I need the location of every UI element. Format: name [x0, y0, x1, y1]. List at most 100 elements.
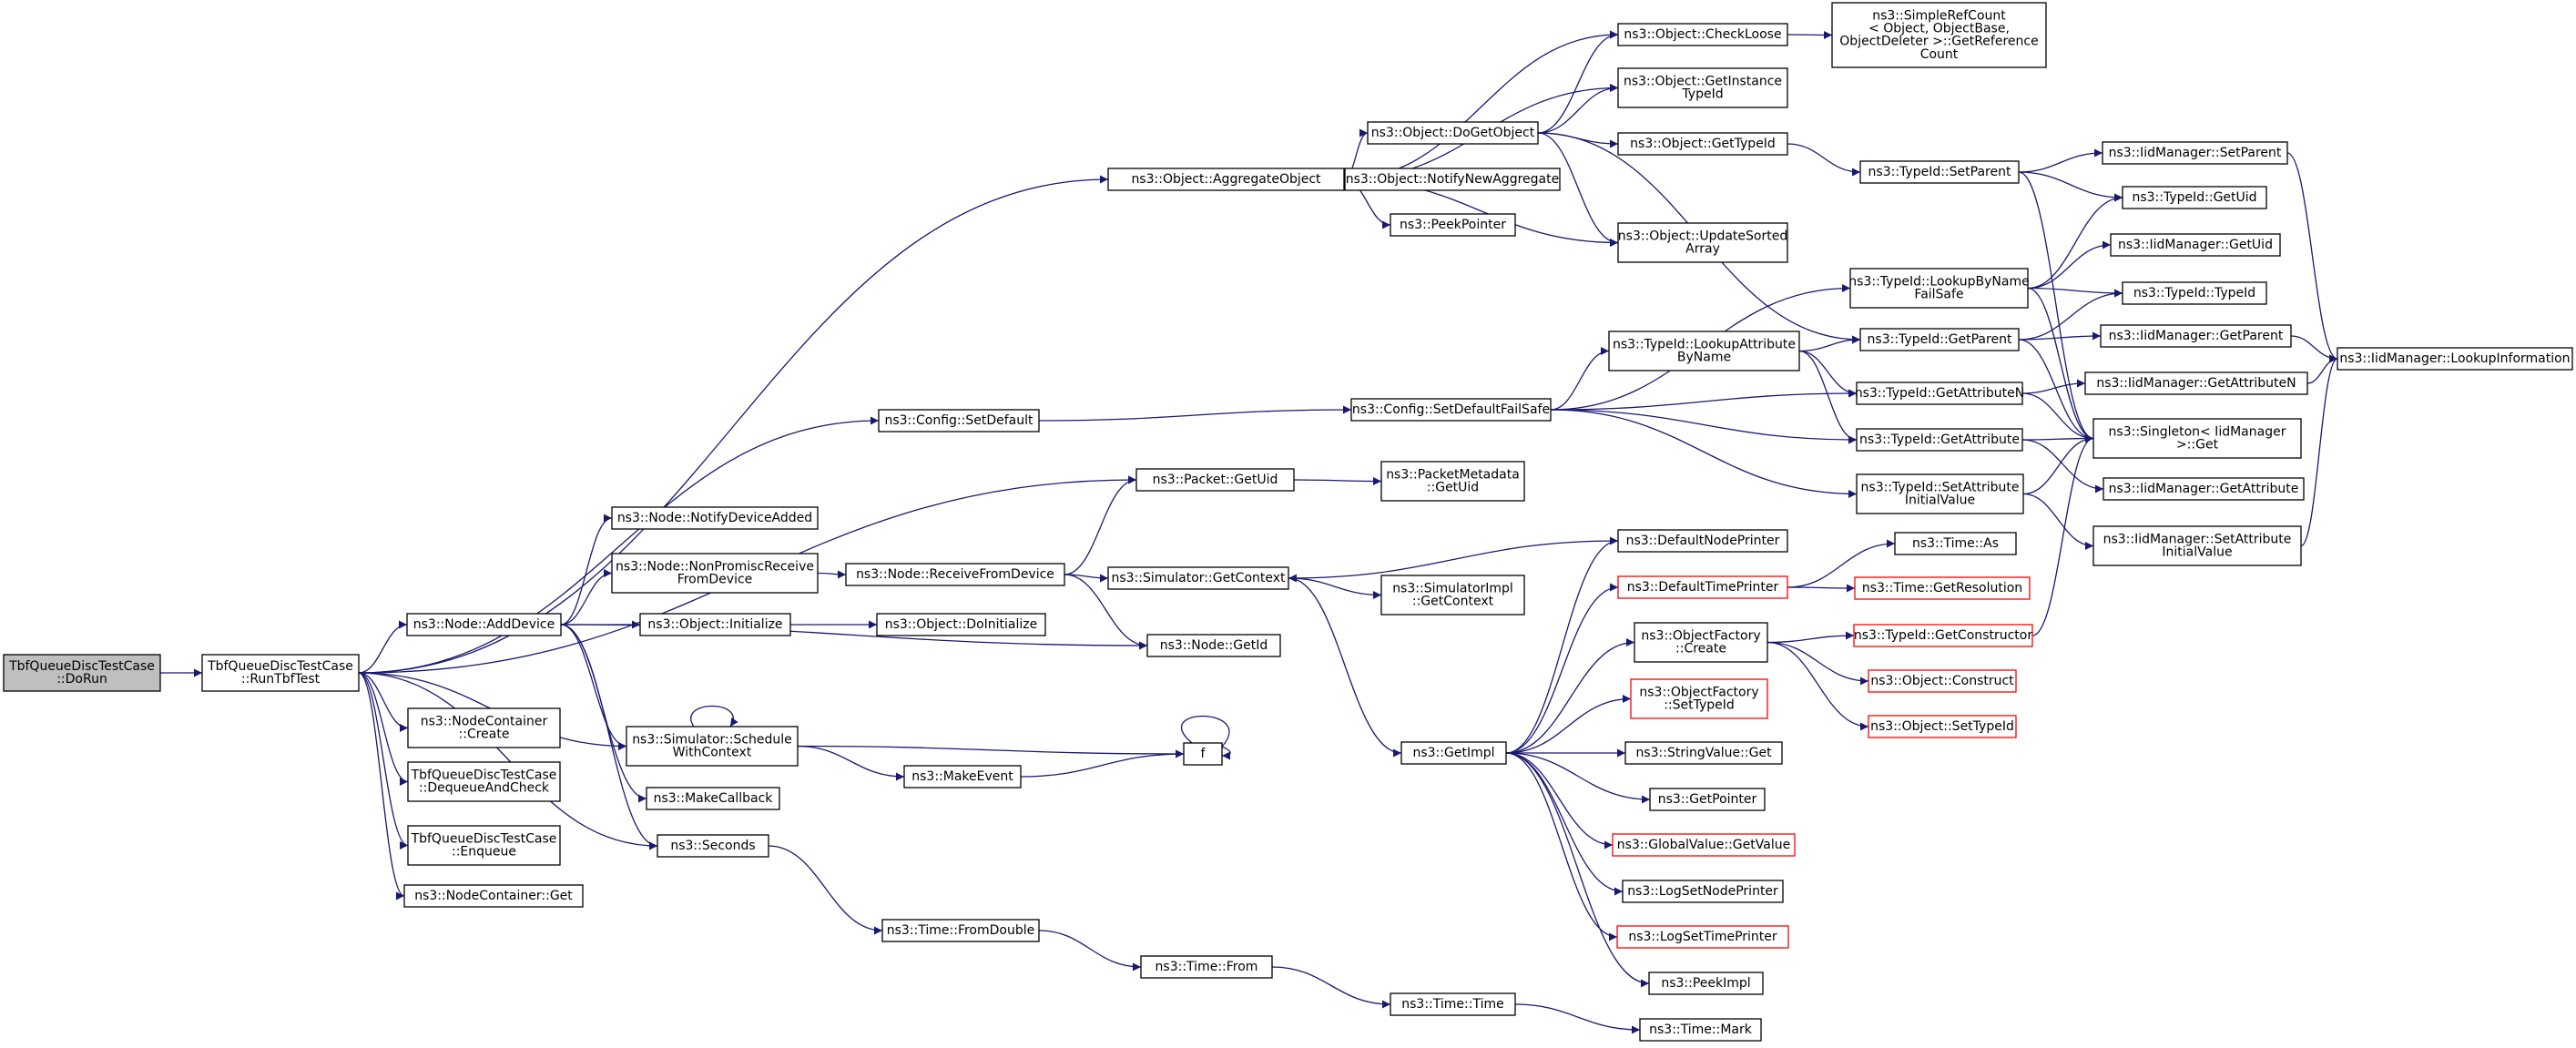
function-node-n8[interactable]: ns3::TypeId::SetParent — [1859, 160, 2020, 184]
function-node-n18[interactable]: ns3::TypeId::GetParent — [1859, 328, 2020, 351]
call-edge-n24-to-n20 — [2306, 354, 2338, 384]
function-node-n65[interactable]: ns3::Time::FromDouble — [881, 919, 1040, 942]
node-box — [1380, 575, 1525, 616]
function-node-n24[interactable]: ns3::IidManager::GetAttributeN — [2084, 371, 2308, 395]
function-node-n4[interactable]: ns3::SimpleRefCount< Object, ObjectBase,… — [1831, 2, 2047, 68]
function-node-n30[interactable]: ns3::Packet::GetUid — [1135, 468, 1295, 492]
function-node-n58[interactable]: ns3::GetPointer — [1649, 788, 1766, 811]
function-node-n10[interactable]: ns3::TypeId::GetUid — [2122, 186, 2267, 209]
function-node-n49[interactable]: ns3::NodeContainer::Create — [407, 707, 561, 748]
function-node-n48[interactable]: ns3::Object::SetTypeId — [1868, 715, 2017, 738]
function-node-n29[interactable]: ns3::IidManager::SetAttributeInitialValu… — [2092, 525, 2302, 566]
call-edge-n18-to-n26 — [2018, 339, 2094, 443]
node-box — [406, 613, 562, 636]
node-box — [876, 613, 1046, 636]
function-node-n1[interactable]: TbfQueueDiscTestCase::RunTbfTest — [201, 654, 360, 692]
function-node-n63[interactable]: ns3::LogSetNodePrinter — [1622, 880, 1784, 903]
node-label-line: ns3::SimulatorImpl — [1392, 582, 1513, 596]
function-node-n15[interactable]: ns3::IidManager::GetUid — [2110, 233, 2281, 257]
call-edge-n8-to-n10 — [2018, 171, 2123, 202]
function-node-n54[interactable]: ns3::GetImpl — [1400, 741, 1507, 765]
function-node-n41[interactable]: ns3::Node::AddDevice — [406, 613, 562, 636]
function-node-n12[interactable]: ns3::PeekPointer — [1390, 213, 1516, 237]
function-node-n52[interactable]: ns3::MakeEvent — [903, 765, 1022, 789]
function-node-n26[interactable]: ns3::Singleton< IidManager>::Get — [2092, 418, 2302, 459]
function-node-n44[interactable]: ns3::Node::GetId — [1146, 634, 1281, 657]
function-node-n9[interactable]: ns3::IidManager::SetParent — [2102, 141, 2288, 165]
function-node-n66[interactable]: ns3::Time::From — [1140, 955, 1273, 979]
function-node-n53[interactable]: ns3::ObjectFactory::SetTypeId — [1630, 678, 1768, 719]
function-node-n36[interactable]: ns3::SimulatorImpl::GetContext — [1380, 575, 1525, 616]
node-label-line: ns3::IidManager::SetParent — [2109, 146, 2282, 160]
function-node-n35[interactable]: ns3::Simulator::GetContext — [1107, 566, 1289, 590]
node-label-line: ns3::Time::GetResolution — [1862, 581, 2022, 595]
function-nodes: TbfQueueDiscTestCase::DoRunTbfQueueDiscT… — [3, 2, 2573, 1042]
function-node-n43[interactable]: ns3::Object::DoInitialize — [876, 613, 1046, 636]
function-node-n25[interactable]: ns3::TypeId::GetAttribute — [1856, 428, 2023, 452]
call-edge-n17-to-n25 — [1798, 350, 1858, 444]
function-node-n59[interactable]: TbfQueueDiscTestCase::Enqueue — [407, 825, 561, 866]
node-label-line: >::Get — [2176, 438, 2219, 453]
function-node-n11[interactable]: ns3::Object::NotifyNewAggregate — [1344, 168, 1561, 191]
function-node-n56[interactable]: TbfQueueDiscTestCase::DequeueAndCheck — [407, 761, 561, 802]
function-node-n57[interactable]: ns3::MakeCallback — [646, 787, 780, 810]
node-label-line: ns3::GlobalValue::GetValue — [1617, 838, 1790, 852]
function-node-n31[interactable]: ns3::PacketMetadata::GetUid — [1380, 461, 1525, 502]
node-box — [1608, 331, 1800, 371]
function-node-n16[interactable]: ns3::TypeId::TypeId — [2122, 281, 2267, 305]
function-node-n38[interactable]: ns3::DefaultTimePrinter — [1617, 575, 1788, 599]
node-label-line: ns3::MakeCallback — [654, 791, 774, 806]
function-node-n22[interactable]: ns3::Config::SetDefaultFailSafe — [1350, 398, 1552, 422]
function-node-n20[interactable]: ns3::IidManager::LookupInformation — [2337, 347, 2573, 371]
function-node-n21[interactable]: ns3::Config::SetDefault — [878, 409, 1040, 432]
node-label-line: ns3::Time::Time — [1401, 997, 1503, 1012]
function-node-n39[interactable]: ns3::Time::As — [1894, 532, 2017, 555]
function-node-n34[interactable]: ns3::Node::ReceiveFromDevice — [845, 563, 1065, 586]
function-node-n60[interactable]: ns3::Seconds — [657, 834, 769, 858]
function-node-n37[interactable]: ns3::DefaultNodePrinter — [1617, 529, 1788, 553]
call-edge-n35-to-n54 — [1288, 577, 1402, 758]
function-node-n64[interactable]: ns3::LogSetTimePrinter — [1616, 925, 1789, 949]
function-node-n6[interactable]: ns3::Object::DoGetObject — [1367, 121, 1539, 145]
function-node-n23[interactable]: ns3::TypeId::GetAttributeN — [1855, 382, 2024, 405]
node-box — [1639, 1018, 1762, 1042]
node-label-line: ns3::IidManager::GetAttributeN — [2096, 376, 2296, 391]
function-node-n62[interactable]: ns3::NodeContainer::Get — [403, 884, 584, 908]
function-node-n2[interactable]: ns3::Object::AggregateObject — [1107, 168, 1345, 191]
function-node-n67[interactable]: ns3::PeekImpl — [1648, 972, 1764, 995]
call-edge-n1-to-n41 — [358, 620, 408, 674]
node-box — [1617, 67, 1788, 108]
function-node-n47[interactable]: ns3::Object::Construct — [1868, 669, 2017, 693]
function-node-n68[interactable]: ns3::Time::Time — [1390, 992, 1516, 1016]
node-box — [1400, 741, 1507, 765]
function-node-n3[interactable]: ns3::Object::CheckLoose — [1617, 23, 1788, 46]
function-node-n32[interactable]: ns3::Node::NotifyDeviceAdded — [611, 506, 819, 530]
node-label-line: ::Create — [1675, 642, 1726, 656]
node-box — [2092, 418, 2302, 459]
function-node-n40[interactable]: ns3::Time::GetResolution — [1854, 576, 2031, 600]
node-label-line: ns3::TypeId::SetParent — [1868, 165, 2011, 179]
function-node-n45[interactable]: ns3::ObjectFactory::Create — [1634, 622, 1768, 663]
call-edge-n14-to-n26 — [2027, 287, 2094, 443]
function-node-n46[interactable]: ns3::TypeId::GetConstructor — [1853, 624, 2033, 647]
call-edge-n23-to-n24 — [2021, 379, 2086, 394]
function-node-n61[interactable]: ns3::GlobalValue::GetValue — [1612, 833, 1796, 857]
function-node-n28[interactable]: ns3::IidManager::GetAttribute — [2103, 477, 2305, 501]
function-node-n0: TbfQueueDiscTestCase::DoRun — [3, 654, 161, 692]
function-node-n42[interactable]: ns3::Object::Initialize — [639, 613, 791, 636]
function-node-n55[interactable]: ns3::StringValue::Get — [1624, 741, 1783, 765]
call-edge-n1-to-n59 — [358, 672, 409, 850]
node-label-line: ns3::TypeId::GetParent — [1868, 332, 2012, 347]
node-box — [903, 765, 1022, 789]
function-node-n7[interactable]: ns3::Object::GetTypeId — [1617, 132, 1788, 156]
function-node-n69[interactable]: ns3::Time::Mark — [1639, 1018, 1762, 1042]
function-node-n19[interactable]: ns3::IidManager::GetParent — [2100, 324, 2292, 348]
function-node-n51[interactable]: f — [1183, 742, 1223, 766]
